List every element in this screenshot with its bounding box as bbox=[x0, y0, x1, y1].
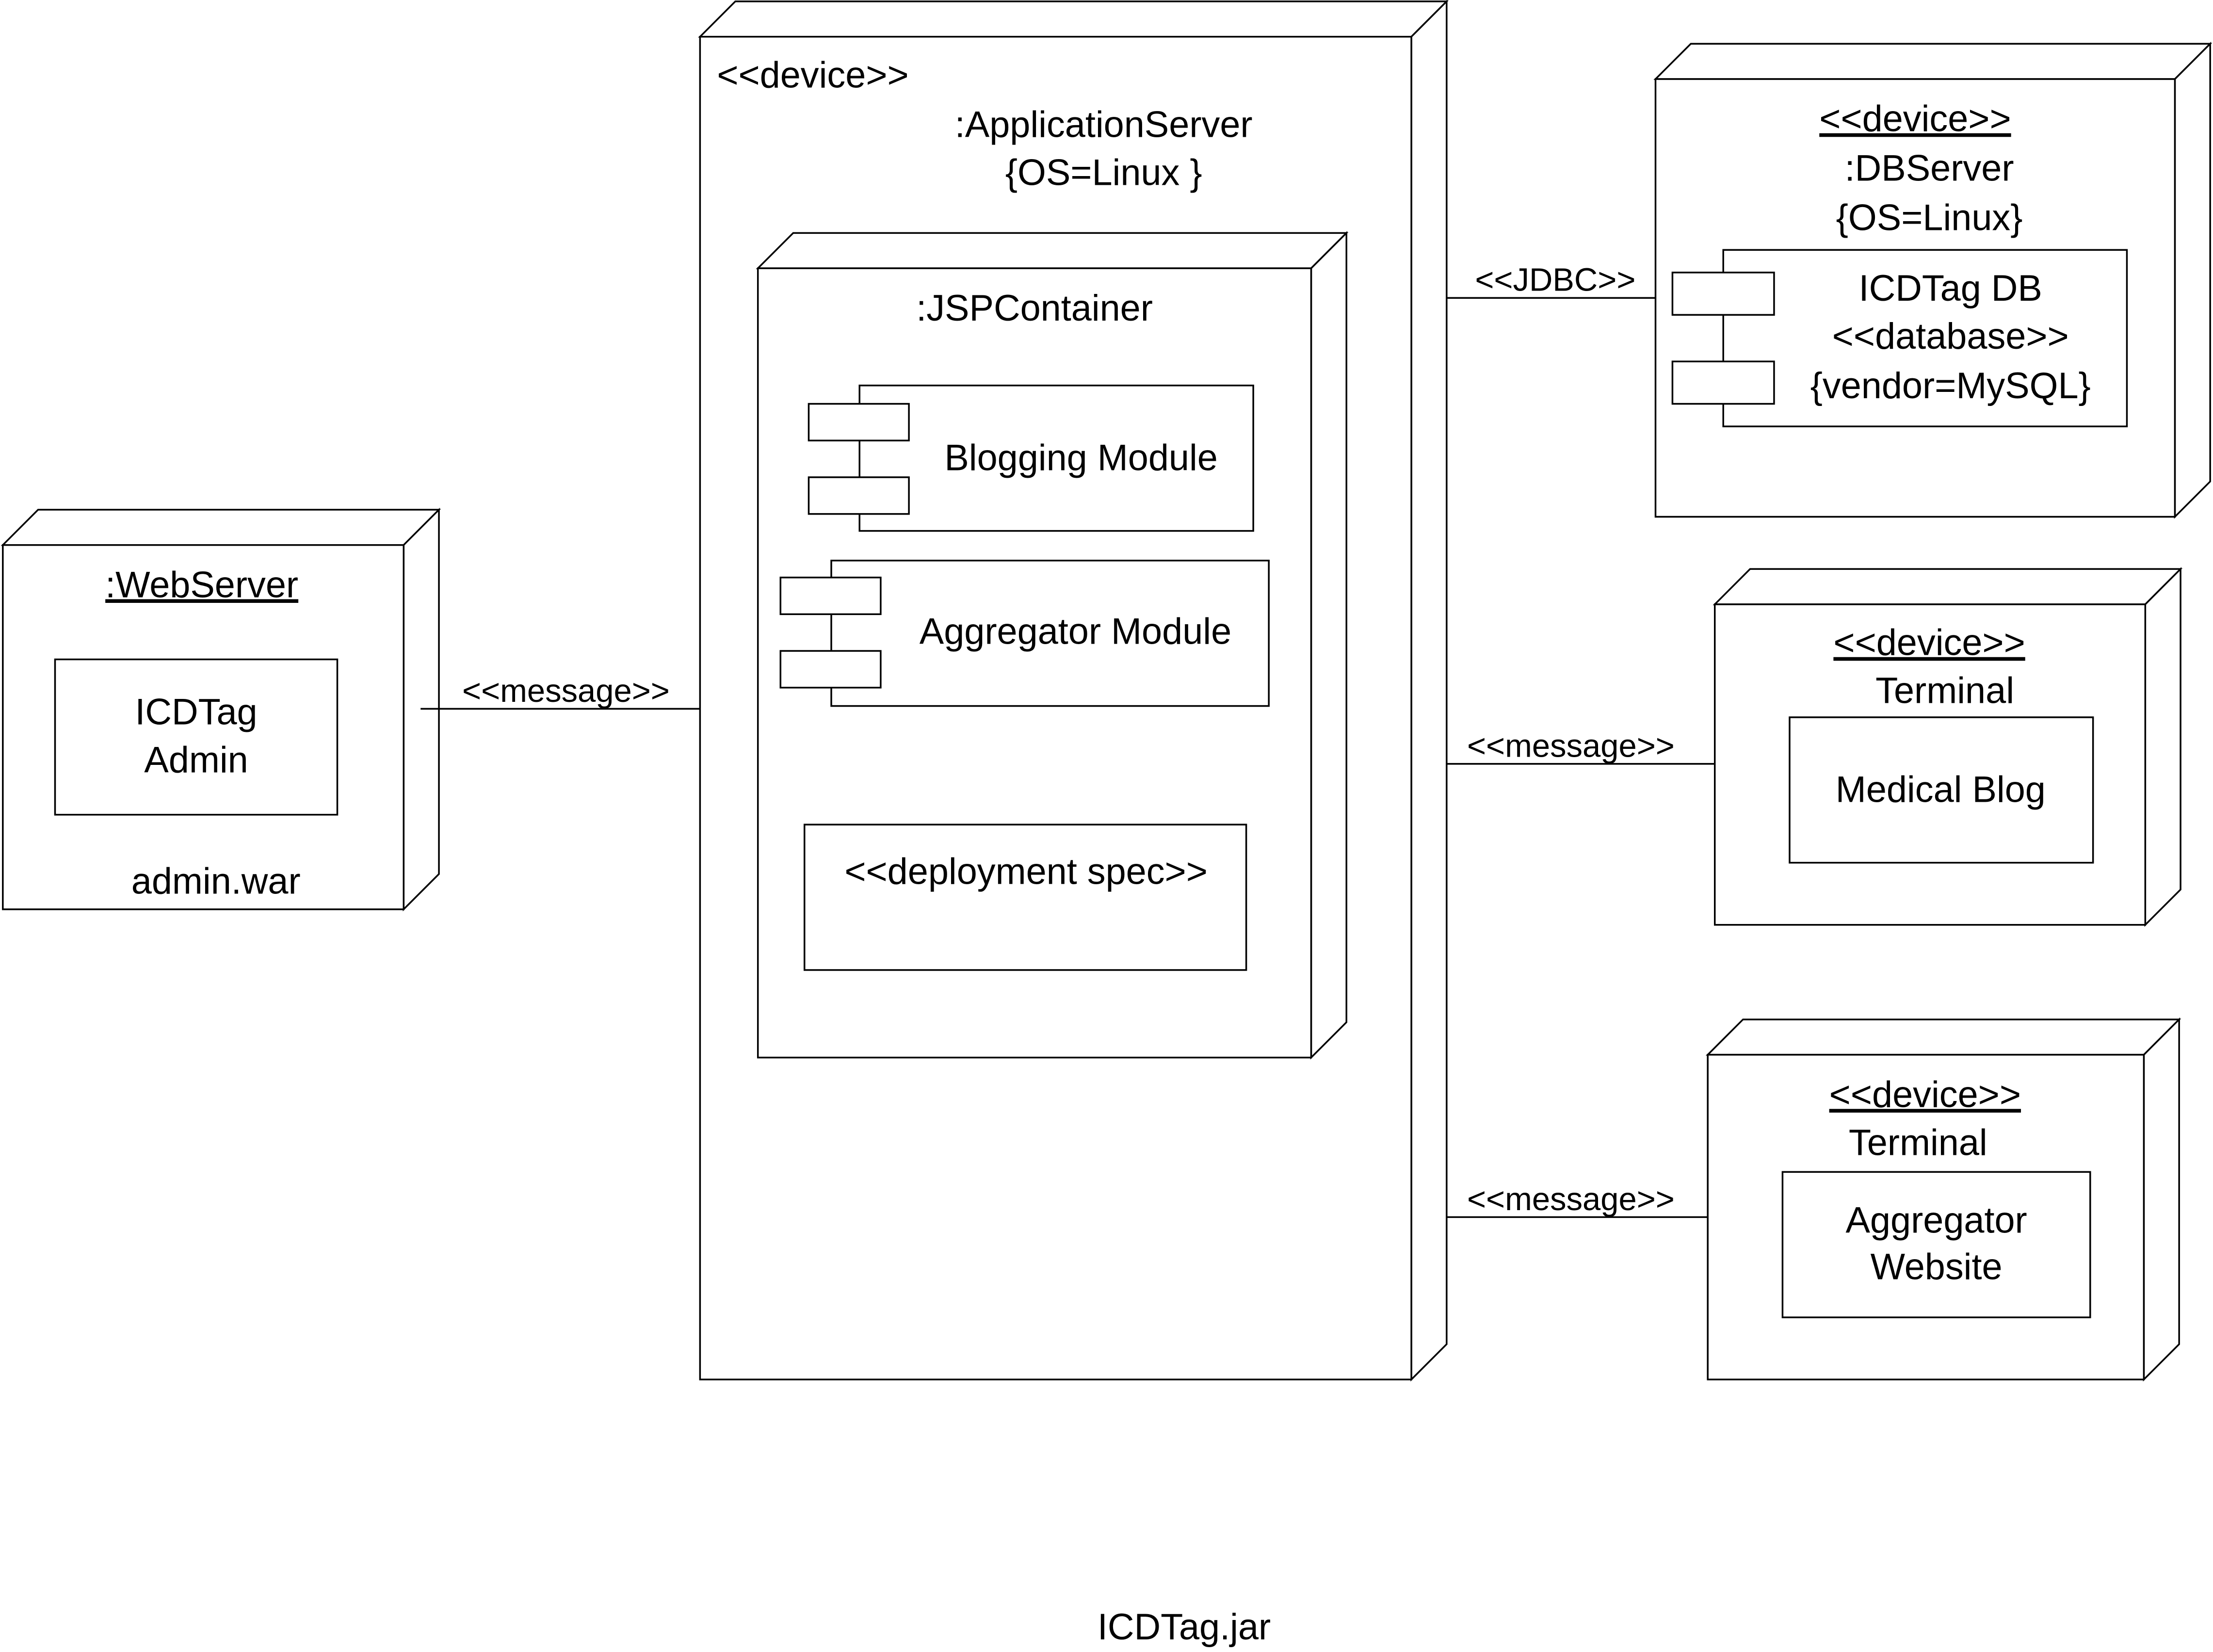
icdtag-db-port-bottom bbox=[1671, 360, 1775, 405]
application-server-stereotype: <<device>> bbox=[717, 54, 908, 96]
icdtag-admin-component-box[interactable] bbox=[54, 658, 339, 816]
terminal-2-node-side bbox=[2143, 1017, 2180, 1382]
db-server-node[interactable]: <<device>> :DBServer {OS=Linux} ICDTag D… bbox=[1653, 42, 2213, 519]
aggregator-website-line1: Aggregator bbox=[1845, 1199, 2027, 1241]
terminal-2-stereotype: <<device>> bbox=[1829, 1074, 2021, 1115]
jsp-container-node-side bbox=[1310, 231, 1347, 1060]
admin-war-artifact: admin.war bbox=[131, 861, 301, 902]
blogging-module-component[interactable]: Blogging Module bbox=[808, 384, 1254, 532]
webserver-node-top bbox=[0, 509, 441, 546]
aggregator-website-line2: Website bbox=[1871, 1246, 2003, 1287]
terminal-2-name: Terminal bbox=[1849, 1122, 1987, 1163]
jsp-container-node[interactable]: :JSPContainer Blogging Module Aggregator… bbox=[756, 231, 1349, 1060]
db-server-name: :DBServer bbox=[1845, 148, 2014, 189]
icdtag-admin-line2: Admin bbox=[144, 739, 248, 780]
db-server-stereotype: <<device>> bbox=[1819, 98, 2011, 140]
icdtag-db-line2: <<database>> bbox=[1832, 316, 2069, 357]
blogging-module-box bbox=[858, 384, 1254, 532]
aggregator-module-label: Aggregator Module bbox=[920, 611, 1231, 652]
db-server-constraint: {OS=Linux} bbox=[1836, 197, 2023, 238]
aggregator-module-port-bottom bbox=[779, 650, 882, 689]
terminal-node-aggregator-website[interactable]: <<device>> Terminal Aggregator Website bbox=[1705, 1017, 2181, 1382]
terminal-1-name: Terminal bbox=[1875, 670, 2014, 712]
link-webserver-appserver[interactable]: <<message>> bbox=[420, 673, 700, 710]
blogging-module-port-top bbox=[808, 403, 910, 442]
medical-blog-label: Medical Blog bbox=[1836, 769, 2046, 810]
deployment-spec-box[interactable]: <<deployment spec>> bbox=[803, 824, 1247, 971]
icdtag-db-line1: ICDTag DB bbox=[1859, 268, 2042, 309]
icdtag-db-component[interactable]: ICDTag DB <<database>> {vendor=MySQL} bbox=[1671, 249, 2128, 427]
icdtag-db-box bbox=[1722, 249, 2128, 427]
application-server-node-top bbox=[698, 0, 1449, 38]
blogging-module-port-bottom bbox=[808, 476, 910, 515]
link-appserver-dbserver-label: <<JDBC>> bbox=[1475, 262, 1635, 298]
terminal-1-node-top bbox=[1712, 568, 2183, 605]
deployment-spec-rect bbox=[803, 824, 1247, 971]
icdtag-db-port-top bbox=[1671, 272, 1775, 316]
db-server-node-side bbox=[2174, 42, 2211, 519]
webserver-node-name: :WebServer bbox=[105, 564, 298, 605]
application-server-node[interactable]: <<device>> :ApplicationServer {OS=Linux … bbox=[698, 0, 1449, 1382]
aggregator-website-component-box[interactable] bbox=[1781, 1171, 2091, 1318]
terminal-2-node-top bbox=[1705, 1019, 2181, 1056]
terminal-node-medical-blog[interactable]: <<device>> Terminal Medical Blog bbox=[1712, 567, 2183, 927]
link-webserver-appserver-label: <<message>> bbox=[462, 673, 670, 709]
icdtag-admin-line1: ICDTag bbox=[135, 691, 257, 732]
link-appserver-dbserver[interactable]: <<JDBC>> bbox=[1446, 262, 1656, 299]
medical-blog-component-box[interactable] bbox=[1789, 716, 2094, 864]
webserver-node[interactable]: :WebServer ICDTag Admin admin.war bbox=[0, 507, 441, 911]
icdtag-jar-artifact: ICDTag.jar bbox=[1098, 1606, 1271, 1648]
jsp-container-name: :JSPContainer bbox=[916, 288, 1153, 329]
jsp-container-node-top bbox=[756, 232, 1349, 269]
application-server-node-side bbox=[1410, 0, 1448, 1382]
application-server-name: :ApplicationServer bbox=[955, 104, 1253, 145]
terminal-1-node-side bbox=[2144, 567, 2181, 927]
icdtag-db-line3: {vendor=MySQL} bbox=[1810, 365, 2091, 406]
link-appserver-terminal-1-label: <<message>> bbox=[1467, 728, 1675, 764]
deployment-spec-label: <<deployment spec>> bbox=[844, 851, 1208, 892]
link-appserver-terminal-2[interactable]: <<message>> bbox=[1446, 1181, 1708, 1218]
application-server-constraint: {OS=Linux } bbox=[1005, 152, 1202, 193]
aggregator-module-component[interactable]: Aggregator Module bbox=[779, 559, 1270, 707]
terminal-1-stereotype: <<device>> bbox=[1833, 622, 2025, 664]
link-appserver-terminal-1[interactable]: <<message>> bbox=[1446, 728, 1715, 765]
blogging-module-label: Blogging Module bbox=[944, 437, 1218, 478]
aggregator-module-box bbox=[830, 559, 1270, 707]
db-server-node-top bbox=[1653, 43, 2213, 80]
link-appserver-terminal-2-label: <<message>> bbox=[1467, 1181, 1675, 1217]
aggregator-module-port-top bbox=[779, 576, 882, 615]
